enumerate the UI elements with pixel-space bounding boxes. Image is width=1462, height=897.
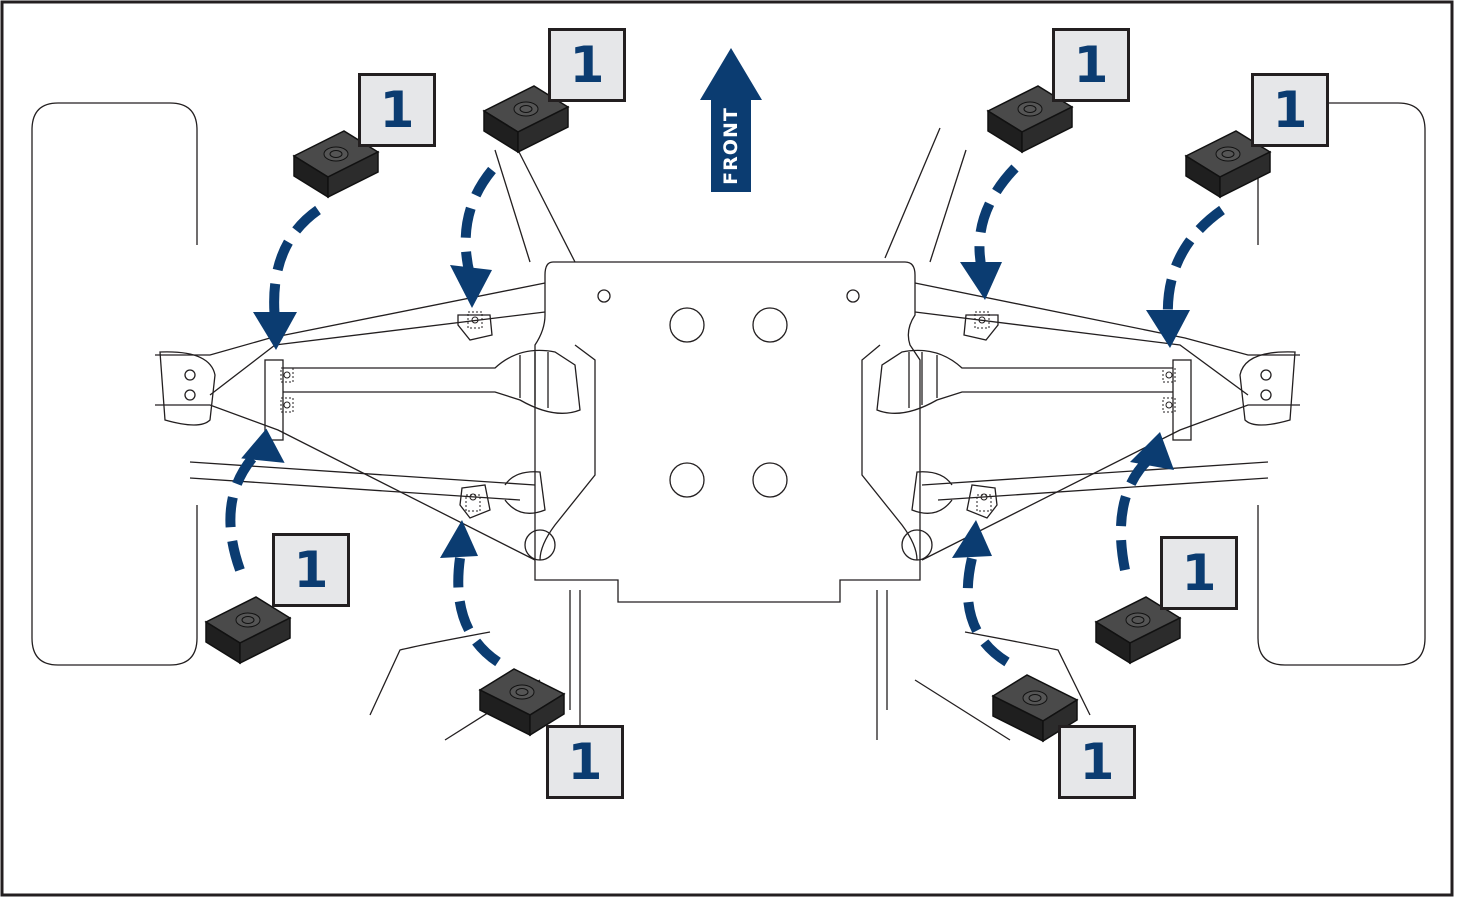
arrow-front-right-outer (1162, 205, 1225, 319)
arrow-rear-right-outer (1115, 454, 1154, 571)
install-arrows (225, 164, 1225, 667)
left-wheel (31, 102, 198, 666)
arrow-front-left-outer (269, 205, 321, 321)
arrow-heads (241, 262, 1190, 558)
pad-front-left-inner (482, 85, 570, 154)
callout-front-left-inner: 1 (548, 28, 626, 102)
arrow-rear-left-outer (225, 451, 259, 572)
front-arrow (700, 48, 762, 192)
pad-rear-right-inner (991, 674, 1079, 743)
arrow-front-right-inner (974, 164, 1019, 272)
callout-front-right-inner: 1 (1052, 28, 1130, 102)
pad-front-left-outer (292, 130, 380, 199)
skid-plate (534, 261, 921, 603)
right-wheel (1257, 102, 1426, 666)
arrow-front-left-inner (460, 166, 496, 277)
callout-rear-right-inner: 1 (1058, 725, 1136, 799)
pad-rear-right-outer (1094, 596, 1182, 665)
front-direction-label: FRONT (711, 100, 751, 192)
pad-front-right-outer (1184, 130, 1272, 199)
arrow-rear-left-inner (453, 557, 501, 667)
pad-rear-left-outer (204, 596, 292, 665)
callout-rear-left-inner: 1 (546, 725, 624, 799)
arrow-rear-right-inner (962, 556, 1010, 667)
pad-front-right-inner (986, 85, 1074, 154)
pad-rear-left-inner (478, 668, 566, 737)
chassis-line-art (31, 102, 1426, 741)
front-label-text: FRONT (720, 107, 742, 185)
bump-stop-pads (204, 85, 1272, 743)
callout-rear-left-outer: 1 (272, 533, 350, 607)
callout-front-right-outer: 1 (1251, 73, 1329, 147)
mount-points (280, 311, 1176, 512)
callout-front-left-outer: 1 (358, 73, 436, 147)
callout-rear-right-outer: 1 (1160, 536, 1238, 610)
